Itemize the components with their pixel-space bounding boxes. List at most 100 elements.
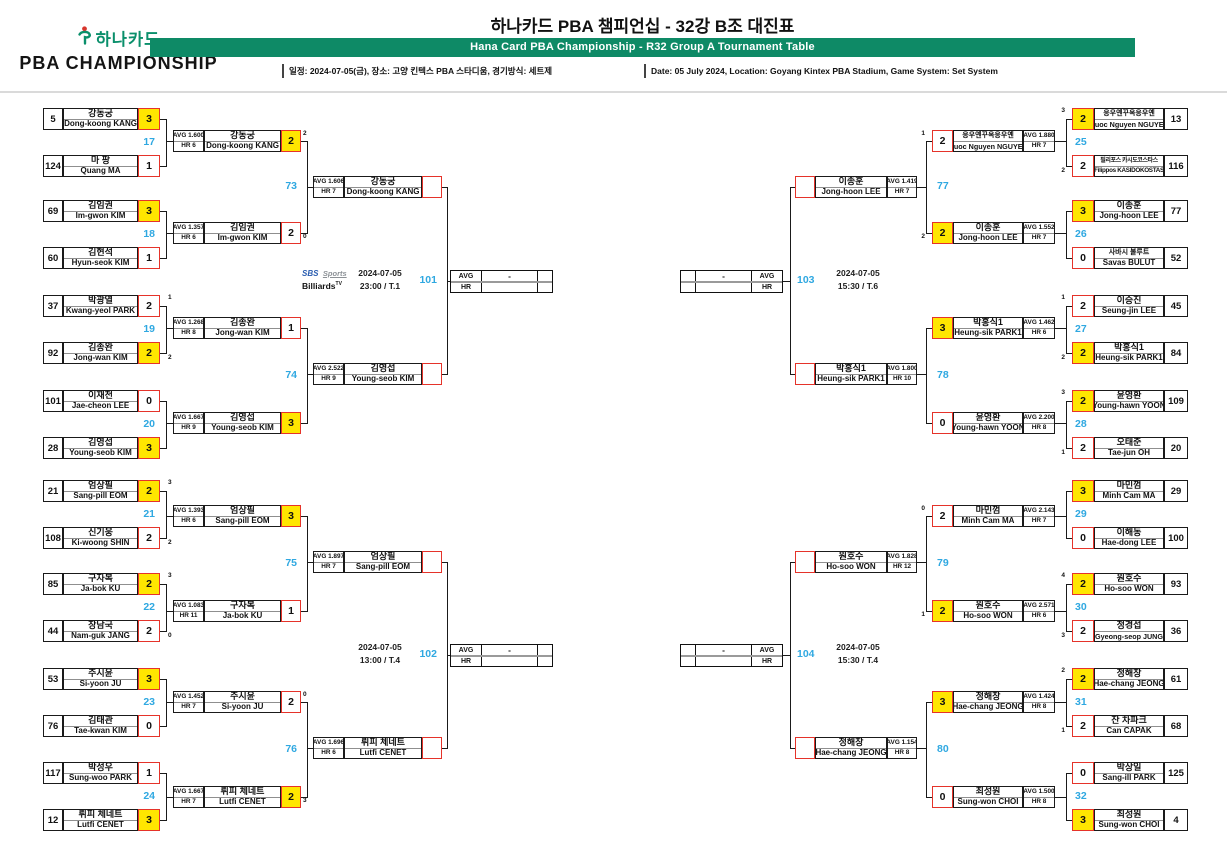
seed-cell: 36 bbox=[1164, 620, 1188, 642]
shootout-score: 1 bbox=[1061, 727, 1065, 734]
connector-line bbox=[166, 328, 173, 329]
avg-value: AVG 1.696 bbox=[314, 738, 343, 746]
avg-value: AVG 1.083 bbox=[174, 601, 203, 609]
score-cell: 1 bbox=[281, 600, 301, 622]
player-name-en: Nam-guk JANG bbox=[64, 630, 137, 642]
score-cell: 2 bbox=[932, 222, 953, 244]
connector-line bbox=[1066, 353, 1072, 354]
shootout-score: 1 bbox=[168, 294, 172, 301]
player-name-en: Dong-koong KANG bbox=[205, 140, 280, 151]
player-name-kr: 뤼피 체네트 bbox=[220, 787, 265, 797]
hr-value: HR 7 bbox=[1024, 232, 1054, 244]
score-cell: 2 bbox=[932, 130, 953, 152]
score-cell bbox=[795, 176, 815, 198]
player-name-kr: 이종훈 bbox=[975, 223, 1001, 233]
player-name-kr: 박광열 bbox=[88, 296, 113, 306]
connector-line bbox=[926, 702, 927, 798]
seed-cell: 45 bbox=[1164, 295, 1188, 317]
shootout-score: 2 bbox=[168, 539, 172, 546]
schedule-info-en-text: Date: 05 July 2024, Location: Goyang Kin… bbox=[651, 66, 998, 76]
hr-value: HR 7 bbox=[314, 561, 343, 573]
player-name-kr: 주시윤 bbox=[88, 669, 113, 679]
connector-line bbox=[160, 119, 166, 120]
match-number: 28 bbox=[1075, 417, 1087, 430]
connector-line bbox=[166, 119, 167, 167]
player-name-kr: 김영섭 bbox=[230, 413, 255, 423]
match-date: 2024-07-05 bbox=[358, 642, 402, 652]
shootout-score: 2 bbox=[1061, 667, 1065, 674]
player-name-en: Hae-chang JEONG bbox=[954, 701, 1022, 712]
seed-cell: 61 bbox=[1164, 668, 1188, 690]
connector-line bbox=[307, 748, 313, 749]
seed-cell: 44 bbox=[43, 620, 63, 642]
avg-value: AVG 1.357 bbox=[174, 223, 203, 231]
player-name-en: Jong-hoon LEE bbox=[816, 186, 886, 198]
schedule-info-en: Date: 05 July 2024, Location: Goyang Kin… bbox=[644, 62, 998, 80]
player-name-en: Si-yoon JU bbox=[64, 678, 137, 690]
hr-value: HR 7 bbox=[1024, 515, 1054, 527]
connector-line bbox=[307, 187, 313, 188]
connector-line bbox=[926, 328, 927, 424]
brand-name-kr: 하나카드 bbox=[95, 31, 161, 49]
player-name-kr: 신기웅 bbox=[88, 528, 113, 538]
player-name-en: Seung-jin LEE bbox=[1095, 305, 1163, 317]
match-number: 80 bbox=[937, 742, 949, 755]
shootout-score: 3 bbox=[1061, 632, 1065, 639]
shootout-score: 2 bbox=[303, 130, 307, 137]
player-name-en: Sung-woo PARK bbox=[64, 772, 137, 784]
seed-cell: 60 bbox=[43, 247, 63, 269]
connector-line bbox=[166, 211, 167, 259]
result-row: HR bbox=[451, 655, 552, 666]
player-name-en: Quoc Nguyen NGUYEN bbox=[1095, 118, 1163, 130]
connector-line bbox=[1066, 306, 1072, 307]
connector-line bbox=[160, 401, 166, 402]
player-name-kr: 박상일 bbox=[1116, 763, 1142, 773]
hr-value: HR 8 bbox=[888, 747, 916, 759]
connector-line bbox=[926, 797, 932, 798]
shootout-score: 4 bbox=[1061, 572, 1065, 579]
player-name-en: Savas BULUT bbox=[1095, 257, 1163, 269]
result-row: HR bbox=[451, 281, 552, 292]
score-cell: 2 bbox=[138, 480, 160, 502]
seed-cell: 52 bbox=[1164, 247, 1188, 269]
player-name-kr: 박성우 bbox=[88, 763, 113, 773]
match-number: 25 bbox=[1075, 135, 1087, 148]
connector-line bbox=[926, 611, 932, 612]
player-name-en: Heung-sik PARK1 bbox=[954, 327, 1022, 338]
player-name-en: Quang MA bbox=[64, 165, 137, 177]
connector-line bbox=[442, 374, 447, 375]
player-name-en: Im-gwon KIM bbox=[64, 210, 137, 222]
connector-line bbox=[1066, 584, 1072, 585]
match-time: 13:00 / T.4 bbox=[359, 655, 401, 665]
shootout-score: 3 bbox=[168, 572, 172, 579]
connector-line bbox=[1066, 211, 1072, 212]
player-name-kr: 김현석 bbox=[88, 248, 113, 258]
player-name-en: Lutfi CENET bbox=[205, 796, 280, 808]
player-name-en: Jong-hoon LEE bbox=[1095, 210, 1163, 222]
connector-line bbox=[926, 516, 932, 517]
score-cell bbox=[422, 176, 442, 198]
connector-line bbox=[926, 328, 932, 329]
divider-bar bbox=[644, 64, 646, 78]
player-name-en: Lutfi CENET bbox=[345, 747, 421, 759]
player-name-en: Sung-won CHOI bbox=[1095, 819, 1163, 831]
connector-line bbox=[160, 584, 166, 585]
match-time: 15:30 / T.6 bbox=[837, 281, 879, 291]
connector-line bbox=[301, 141, 307, 142]
player-name-en: Young-hawn YOON bbox=[954, 422, 1022, 433]
player-name-kr: 이종훈 bbox=[838, 177, 864, 187]
result-box: AVG-HR bbox=[450, 644, 553, 667]
player-name-kr: 마민껌 bbox=[1116, 481, 1142, 491]
score-cell: 2 bbox=[1072, 437, 1094, 459]
connector-line bbox=[442, 187, 447, 188]
player-name-kr: 원호수 bbox=[1116, 574, 1142, 584]
